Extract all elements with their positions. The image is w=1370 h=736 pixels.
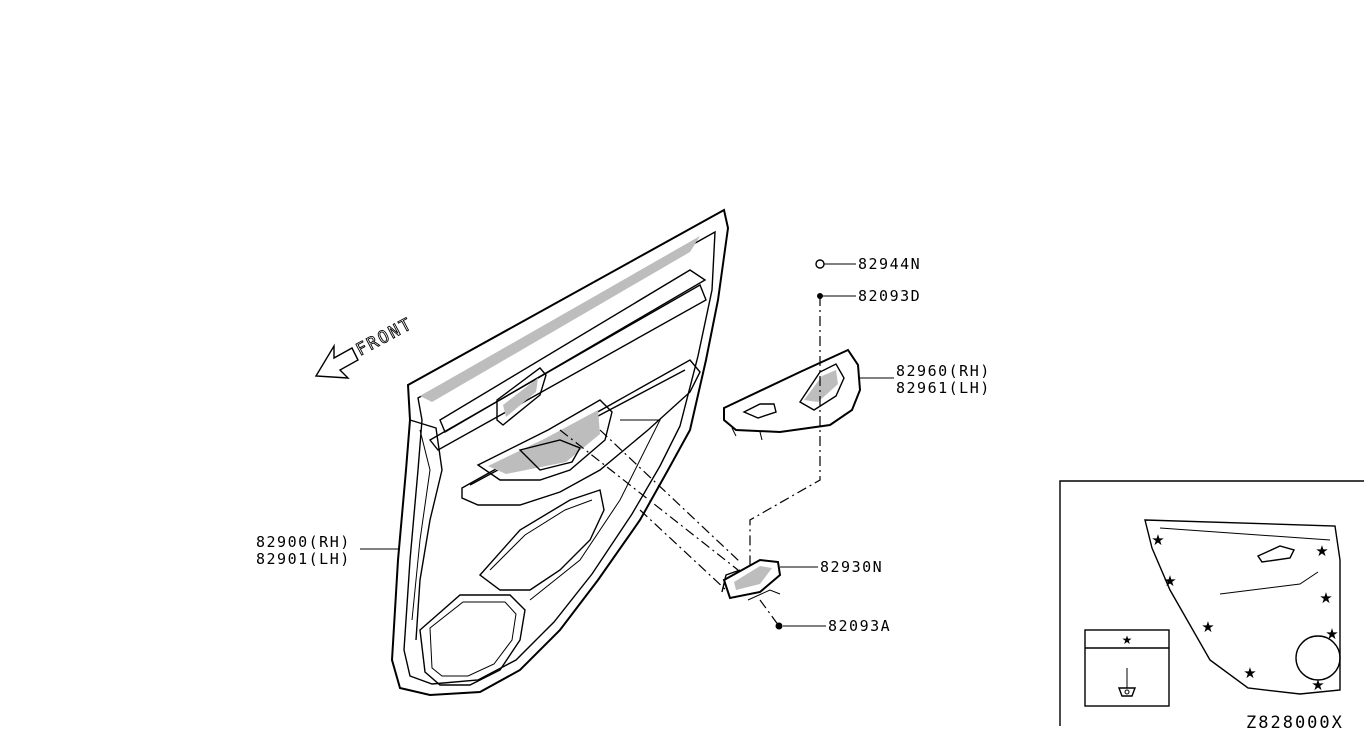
part-label-82901-lh: 82901(LH) (256, 550, 351, 568)
upper-grip-recess (496, 367, 547, 426)
inset-star-marker: ★ (1311, 676, 1324, 694)
inset-panel-outline (1144, 519, 1341, 695)
diagram-code: Z828000X (1246, 713, 1344, 733)
front-label: FRONT (353, 314, 416, 360)
inset-star-marker: ★ (1151, 531, 1164, 549)
door-trim-inner-outline (403, 230, 716, 685)
part-label-82944n: 82944N (858, 255, 921, 273)
door-trim-outer-outline (390, 208, 730, 697)
lower-pocket (478, 489, 605, 591)
inside-handle-bracket-illustration (721, 558, 782, 601)
speaker-grille (419, 594, 526, 686)
armrest-outline (461, 359, 701, 506)
part-label-82900-rh: 82900(RH) (256, 533, 351, 551)
clip-location-inset: ★ ★ ★ ★ ★ ★ ★ ★ ★ (1059, 480, 1364, 726)
inset-star-marker: ★ (1201, 618, 1214, 636)
front-direction-indicator: FRONT (314, 314, 417, 379)
front-arrow-icon (314, 343, 359, 379)
door-trim-panel-illustration (390, 208, 730, 697)
part-label-82093d: 82093D (858, 287, 921, 305)
part-label-82930n: 82930N (820, 558, 883, 576)
inset-star-marker: ★ (1243, 664, 1256, 682)
clip-legend-box: ★ (1084, 629, 1170, 707)
part-label-82960-rh: 82960(RH) (896, 362, 991, 380)
part-label-82093a: 82093A (828, 617, 891, 635)
inset-star-marker: ★ (1315, 542, 1328, 560)
inset-star-marker: ★ (1163, 572, 1176, 590)
clip-82944n-symbol (815, 259, 825, 269)
inset-star-marker: ★ (1319, 589, 1332, 607)
armrest-finisher-illustration (723, 348, 862, 441)
legend-star-icon: ★ (1122, 633, 1133, 647)
part-label-82961-lh: 82961(LH) (896, 379, 991, 397)
inset-star-marker: ★ (1325, 625, 1338, 643)
clip-fastener-icon (1117, 687, 1137, 697)
